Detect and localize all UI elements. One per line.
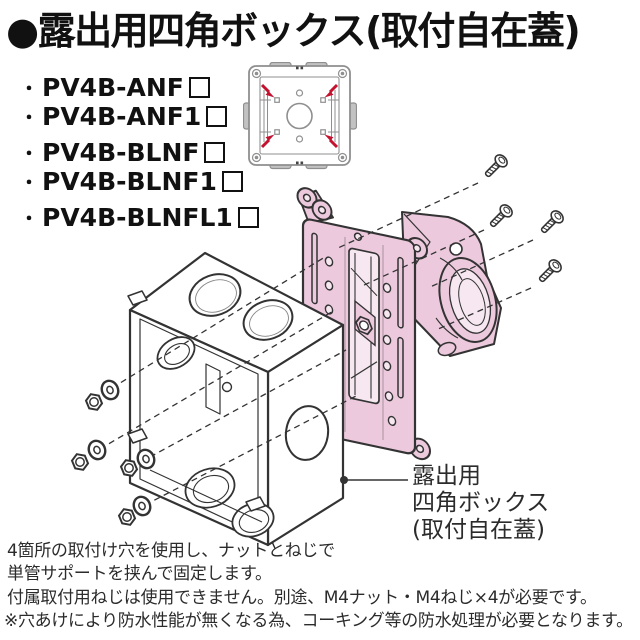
part-label-line: 露出用: [412, 463, 481, 489]
interior-edge-line: [149, 469, 263, 523]
page-title: ●露出用四角ボックス(取付自在蓋): [6, 9, 581, 53]
product-model-text: PV4B-BLNFL1: [42, 203, 233, 232]
list-bullet: ・: [20, 78, 38, 100]
color-code-placeholder-square: [221, 171, 243, 192]
product-model-row: ・ PV4B-BLNFL1: [20, 203, 280, 232]
mounting-holes: [274, 97, 326, 135]
washer-icon: [97, 376, 123, 404]
color-code-placeholder-square: [237, 207, 259, 228]
exploded-assembly-illustration: [71, 151, 567, 547]
nut-icon: [85, 393, 103, 411]
top-knockout-circle: [188, 273, 242, 317]
product-model-text: PV4B-ANF1: [42, 102, 202, 131]
screw-icon: [486, 201, 516, 231]
box-front-outline: [248, 65, 351, 166]
nut-icon: [118, 508, 136, 526]
center-knockout-circle: [286, 102, 313, 130]
pilot-hole: [295, 135, 304, 143]
list-bullet: ・: [20, 143, 38, 165]
pipe-connector-drawing: [401, 211, 502, 357]
connector-hole: [449, 242, 463, 256]
part-label: 露出用 四角ボックス (取付自在蓋): [412, 463, 549, 544]
product-model-row: ・ PV4B-BLNF1: [20, 167, 280, 196]
part-label-line: (取付自在蓋): [412, 517, 545, 543]
product-model-text: PV4B-BLNF: [42, 138, 200, 167]
back-wall-hole: [221, 381, 233, 393]
part-label-line: 四角ボックス: [412, 490, 550, 516]
pilot-hole: [295, 89, 304, 97]
color-code-placeholder-square: [204, 142, 226, 163]
color-code-placeholder-square: [206, 106, 228, 127]
corner-screw-icon: [251, 68, 348, 163]
red-arrow-icon: [260, 83, 339, 149]
washer-icon: [84, 436, 110, 464]
nut-icon: [120, 459, 138, 477]
plate-rib-lines: [344, 236, 384, 441]
nut-icon: [71, 453, 89, 471]
color-code-placeholder-square: [188, 77, 210, 98]
plate-clamp-opening: [348, 247, 380, 405]
screw-icon: [535, 256, 565, 286]
screw-icon: [537, 207, 567, 237]
product-model-row: ・ PV4B-ANF1: [20, 102, 280, 131]
note-line: ※穴あけにより防水性能が無くなる為、コーキング等の防水処理が必要となります。: [4, 611, 633, 631]
product-model-list: ・ PV4B-ANF ・ PV4B-ANF1 ・ PV4B-BLNF ・ PV4…: [20, 73, 280, 233]
product-model-text: PV4B-BLNF1: [42, 167, 217, 196]
screw-guide-lines: [337, 182, 534, 331]
product-model-text: PV4B-ANF: [42, 73, 184, 102]
box-front-view-diagram: [243, 62, 357, 170]
top-knockout-circle: [242, 299, 294, 341]
screw-icon: [481, 151, 511, 181]
note-line: 付属取付用ねじは使用できません。別途、M4ナット・M4ねじ×4が必要です。: [7, 588, 597, 608]
box-mount-tabs: [127, 290, 266, 512]
side-rails: [260, 90, 339, 142]
box-inner-wall: [259, 76, 340, 155]
corner-gusset: [205, 363, 221, 415]
side-knockout-circle: [284, 405, 330, 461]
alignment-marks: [296, 66, 304, 165]
nut-guide-lines: [99, 256, 359, 506]
product-model-row: ・ PV4B-ANF: [20, 73, 280, 102]
list-bullet: ・: [20, 107, 38, 129]
list-bullet: ・: [20, 172, 38, 194]
label-leader-line: [340, 476, 408, 484]
connector-bottom-tab: [437, 341, 457, 357]
exposed-box-drawing: [127, 251, 345, 547]
side-knockout-oval: [156, 336, 196, 370]
list-bullet: ・: [20, 208, 38, 230]
product-model-row: ・ PV4B-BLNF: [20, 138, 280, 167]
